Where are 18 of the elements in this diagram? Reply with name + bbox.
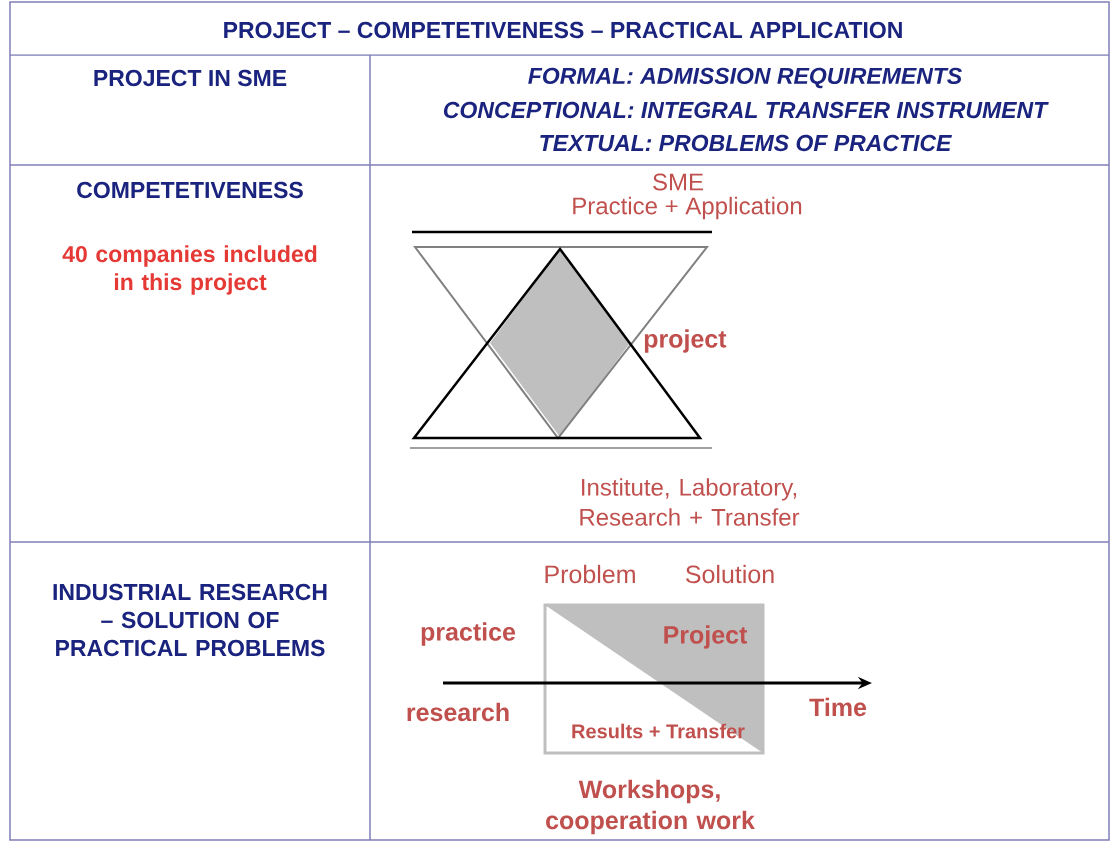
diagram-label: Time — [809, 697, 867, 717]
note-text: 40 companies included in this project — [62, 245, 317, 295]
diagram-label: research — [407, 702, 509, 722]
diagram-label: Institute, Laboratory, Research + Transfer — [580, 478, 800, 526]
diagram-label: practice — [421, 622, 516, 646]
diagram-label: Workshops, cooperation work — [546, 779, 755, 835]
shape-caption: project — [644, 329, 727, 353]
row-heading: INDUSTRIAL RESEARCH – SOLUTION OF PRACTICAL PROBLEMS — [53, 583, 327, 657]
row-note: TEXTUAL: PROBLEMS OF PRACTICE — [540, 134, 952, 152]
diagram-label: SME — [653, 173, 703, 191]
row-heading: PROJECT IN SME — [94, 69, 287, 87]
box-label: Project — [664, 625, 748, 649]
box-label: Results + Transfer — [572, 723, 745, 739]
row-heading: COMPETETIVENESS — [77, 181, 303, 199]
diagram-label: Practice + Application — [573, 196, 802, 220]
table-heading: PROJECT – COMPETETIVENESS – PRACTICAL APPLICATION — [224, 21, 902, 39]
row-note: FORMAL: ADMISSION REQUIREMENTS — [528, 67, 962, 89]
row-note: CONCEPTIONAL: INTEGRAL TRANSFER INSTRUMENT — [443, 101, 1049, 119]
